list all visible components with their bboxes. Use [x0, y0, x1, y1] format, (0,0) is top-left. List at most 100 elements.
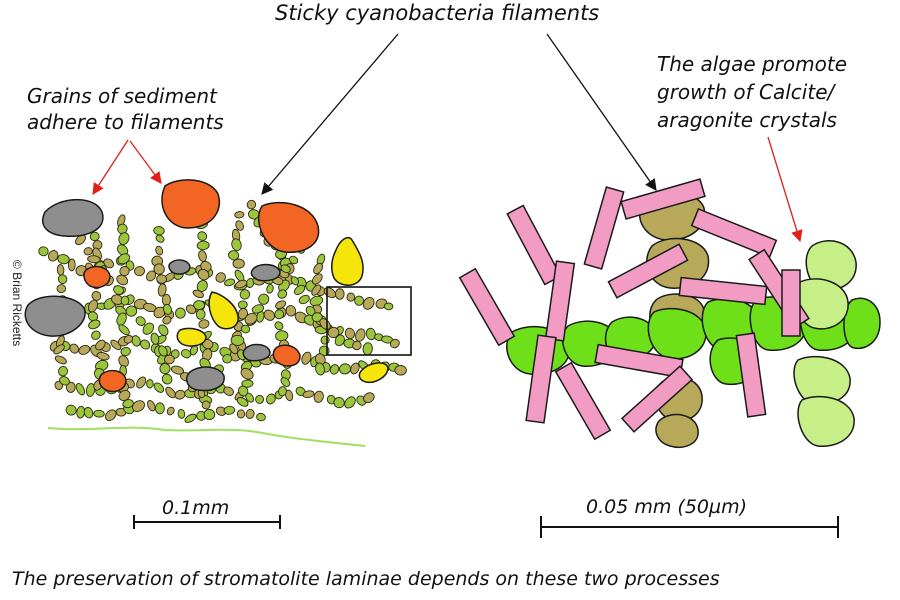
- scale-label-right: 0.05 mm (50µm): [586, 496, 747, 518]
- carbonate-crystal: [525, 334, 557, 424]
- filament-cell: [48, 250, 59, 262]
- filament-cell: [362, 296, 375, 310]
- algae-cell: [793, 355, 851, 406]
- scale-bar-right: [540, 516, 839, 538]
- filament-cell: [164, 354, 175, 365]
- filament-cell: [196, 240, 210, 251]
- filament-cell: [116, 274, 129, 286]
- carbonate-crystal: [554, 361, 612, 441]
- filament-cell: [165, 386, 176, 399]
- filament-cell: [175, 307, 186, 319]
- filament-cell: [56, 284, 67, 294]
- filament-cell: [224, 278, 236, 287]
- filament-cell: [161, 373, 173, 385]
- filament-cell: [240, 367, 254, 380]
- filament-cell: [311, 273, 323, 285]
- filament-cell: [335, 288, 345, 300]
- filament-cell: [193, 300, 206, 311]
- filament-cell: [65, 381, 76, 393]
- label-algae-line2: growth of Calcite/: [657, 80, 835, 104]
- filament-cell: [288, 255, 299, 265]
- filament-cell: [83, 247, 93, 256]
- filament-cell: [162, 303, 173, 315]
- filament-cell: [118, 324, 130, 336]
- filament-cell: [274, 309, 285, 320]
- caption: The preservation of stromatolite laminae…: [12, 568, 720, 590]
- filament-cell: [280, 377, 291, 387]
- arrow-crystals: [767, 136, 803, 243]
- filament-cell: [118, 232, 130, 246]
- filament-cell: [158, 345, 168, 357]
- carbonate-crystal: [458, 267, 516, 347]
- filament-cell: [350, 362, 360, 375]
- filament-cell: [88, 319, 101, 330]
- filament-cell: [83, 407, 94, 419]
- filament-cell: [223, 386, 234, 396]
- filament-cell: [117, 253, 131, 265]
- filament-cell: [154, 402, 165, 415]
- filament-cell: [255, 394, 265, 404]
- arrow-filaments-right: [546, 33, 657, 191]
- filament-cell: [239, 289, 251, 300]
- filament-cell: [170, 365, 185, 375]
- filament-cell: [157, 283, 167, 297]
- filament-cell: [302, 390, 315, 399]
- filament-cell: [251, 304, 265, 314]
- filament-cell: [75, 234, 86, 246]
- filament-cell: [132, 400, 145, 413]
- filament-cell: [93, 409, 105, 418]
- filament-cell: [57, 254, 70, 265]
- filament-cell: [91, 290, 102, 301]
- filament-cell: [195, 308, 206, 320]
- filament-cell: [146, 379, 154, 389]
- label-cyanobacteria-filaments: Sticky cyanobacteria filaments: [275, 1, 600, 25]
- filament-cell: [235, 220, 244, 231]
- algae-cell: [655, 413, 699, 448]
- filament-cell: [150, 332, 160, 345]
- filament-cell: [69, 343, 80, 354]
- filament-cell: [153, 382, 165, 393]
- filament-cell: [222, 354, 233, 364]
- sediment-grain: [42, 198, 104, 238]
- filament-cell: [245, 408, 255, 419]
- sediment-grain: [24, 295, 86, 337]
- filament-cell: [78, 344, 91, 355]
- filament-cell: [285, 389, 294, 402]
- filament-cell: [92, 240, 103, 250]
- filament-cell: [201, 400, 211, 410]
- sediment-grain: [257, 201, 320, 253]
- filament-cell: [56, 264, 65, 276]
- filament-cell: [123, 334, 134, 344]
- filament-cell: [229, 343, 239, 355]
- scale-label-left: 0.1mm: [162, 497, 230, 519]
- carbonate-crystal: [620, 178, 706, 220]
- sediment-grain: [272, 344, 301, 367]
- filament-cell: [87, 311, 99, 322]
- filament-cell: [95, 339, 106, 351]
- carbonate-crystal: [678, 276, 768, 306]
- scale-bar-left: [133, 515, 281, 529]
- filament-cell: [293, 284, 306, 296]
- filament-cell: [240, 324, 251, 334]
- filament-cell: [118, 355, 129, 368]
- filament-cell: [346, 292, 356, 302]
- filament-cell: [57, 274, 68, 285]
- sediment-grain: [242, 343, 271, 362]
- filament-cell: [285, 305, 297, 317]
- filament-cell: [352, 340, 362, 351]
- carbonate-crystal: [690, 207, 778, 259]
- filament-cell: [87, 255, 101, 264]
- filament-cell: [120, 295, 130, 306]
- filament-cell: [38, 246, 49, 257]
- filament-cell: [96, 352, 110, 361]
- filament-cell: [232, 258, 245, 269]
- filament-cell: [275, 300, 287, 310]
- sediment-grain: [208, 291, 239, 330]
- algae-cell: [805, 240, 857, 291]
- filament-cell: [140, 339, 151, 350]
- filament-cell: [122, 399, 134, 409]
- sediment-grain: [161, 179, 221, 229]
- filament-cell: [228, 250, 240, 261]
- filament-cell: [277, 289, 288, 299]
